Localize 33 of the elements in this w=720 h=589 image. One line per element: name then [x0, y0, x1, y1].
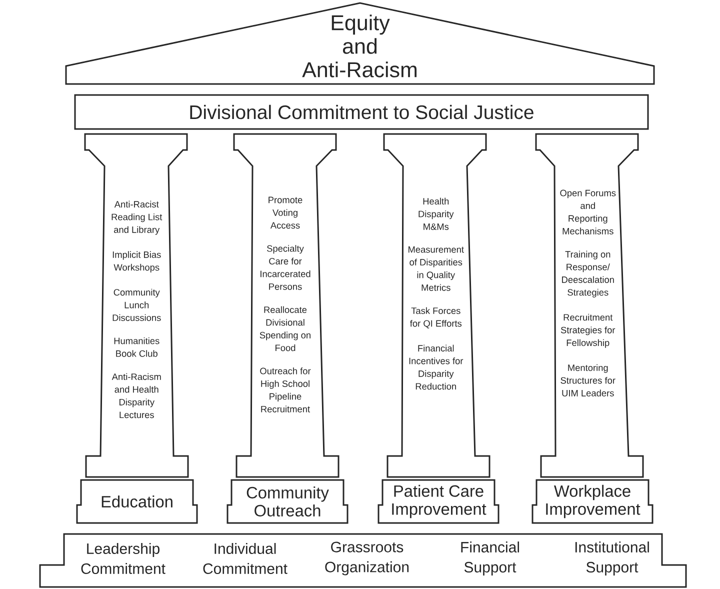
pillar-text: Health Disparity M&Ms [418, 198, 454, 230]
pedestal-box: Education [76, 479, 198, 524]
pillar-text: Humanities Book Club [114, 337, 160, 357]
pillar-text: Financial Incentives for Disparity Reduction [409, 344, 464, 390]
pillar-text: Anti-Racism and Health Disparity Lectures [112, 373, 161, 418]
pillar-text: Mentoring Structures for UIM Leaders [560, 364, 616, 396]
pillar-text: Task Forces for QI Efforts [410, 307, 462, 328]
base-platform [39, 533, 687, 588]
base-text: Grassroots Organization [325, 542, 409, 576]
pillar [84, 133, 189, 478]
pillar-text: Promote Voting Access [268, 196, 302, 229]
base-text: Financial Support [461, 542, 519, 576]
pillar-text: Anti-Racist Reading List and Library [112, 200, 162, 235]
roof: Equity and Anti-Racism [65, 2, 655, 85]
pillar [233, 133, 340, 478]
pedestal-box: Workplace Improvement [532, 479, 654, 524]
pillar-text: Specialty Care for Incarcerated Persons [260, 245, 310, 290]
pillar [535, 133, 644, 478]
pillar-text: Reallocate Divisional Spending on Food [260, 306, 310, 352]
pillar-text: Recruitment Strategies for Fellowship [560, 314, 616, 348]
base-text: Leadership Commitment [81, 542, 166, 574]
base-text: Individual Commitment [203, 542, 288, 574]
pillar-text: Outreach for High School Pipeline Recruitment [260, 368, 311, 412]
pillar-text: Open Forums and Reporting Mechanisms [560, 190, 616, 234]
pillar-text: Measurement of Disparities in Quality Metrics [408, 246, 464, 291]
pedestal-box: Patient Care Improvement [378, 479, 500, 524]
pillar-text: Community Lunch Discussions [112, 288, 161, 321]
pillar-text: Training on Response/ Deescalation Strategies [562, 250, 614, 298]
pedestal-box: Community Outreach [226, 479, 348, 524]
pillar [383, 133, 490, 478]
banner-box: Divisional Commitment to Social Justice [74, 94, 649, 130]
pillar-text: Implicit Bias Workshops [112, 251, 161, 272]
base-text: Institutional Support [575, 542, 649, 576]
